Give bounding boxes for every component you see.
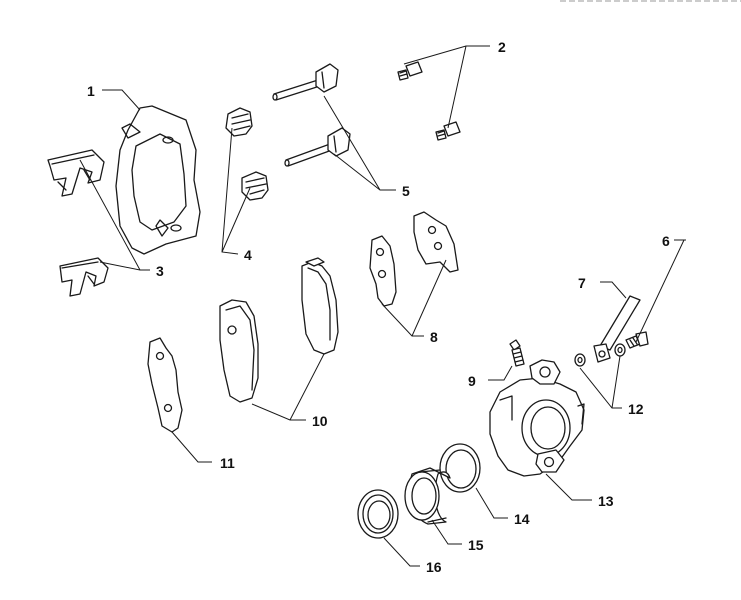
callout-15: 15 xyxy=(468,537,484,553)
leader-lines xyxy=(79,45,686,567)
bracket-bolt-lower xyxy=(435,121,461,141)
callout-13: 13 xyxy=(598,493,614,509)
pad-shim-right-back xyxy=(413,211,459,273)
pin-boot-lower xyxy=(241,171,269,201)
callout-9: 9 xyxy=(468,373,476,389)
copper-washers xyxy=(574,343,626,367)
callout-labels: 1 2 3 4 5 6 7 8 9 10 11 12 13 14 15 16 xyxy=(87,39,670,575)
anti-rattle-clip-upper xyxy=(47,149,105,197)
callout-14: 14 xyxy=(514,511,530,527)
dust-boot xyxy=(357,489,399,539)
pin-boot-upper xyxy=(225,107,253,137)
callout-11: 11 xyxy=(220,455,235,471)
callout-2: 2 xyxy=(498,39,506,55)
brake-hose xyxy=(593,295,641,363)
callout-4: 4 xyxy=(244,247,252,263)
caliper-body xyxy=(489,359,585,477)
piston-seal xyxy=(439,443,481,493)
guide-pin-lower xyxy=(284,127,351,167)
callout-3: 3 xyxy=(156,263,164,279)
callout-5: 5 xyxy=(402,183,410,199)
callout-8: 8 xyxy=(430,329,438,345)
callout-6: 6 xyxy=(662,233,670,249)
bracket-bolt-upper xyxy=(397,61,423,81)
guide-pin-upper xyxy=(272,63,339,101)
pad-shim-right-front xyxy=(369,235,397,307)
brake-pad-inner xyxy=(219,299,259,403)
callout-12: 12 xyxy=(628,401,644,417)
callout-1: 1 xyxy=(87,83,95,99)
caliper-piston xyxy=(404,467,451,525)
callout-10: 10 xyxy=(312,413,328,429)
anti-rattle-clip-lower xyxy=(59,257,109,297)
pad-shim-inner xyxy=(147,337,183,433)
callout-16: 16 xyxy=(426,559,442,575)
brake-pad-outer xyxy=(301,257,339,355)
bleeder-valve xyxy=(509,339,525,367)
caliper-bracket xyxy=(115,105,201,255)
callout-7: 7 xyxy=(578,275,586,291)
